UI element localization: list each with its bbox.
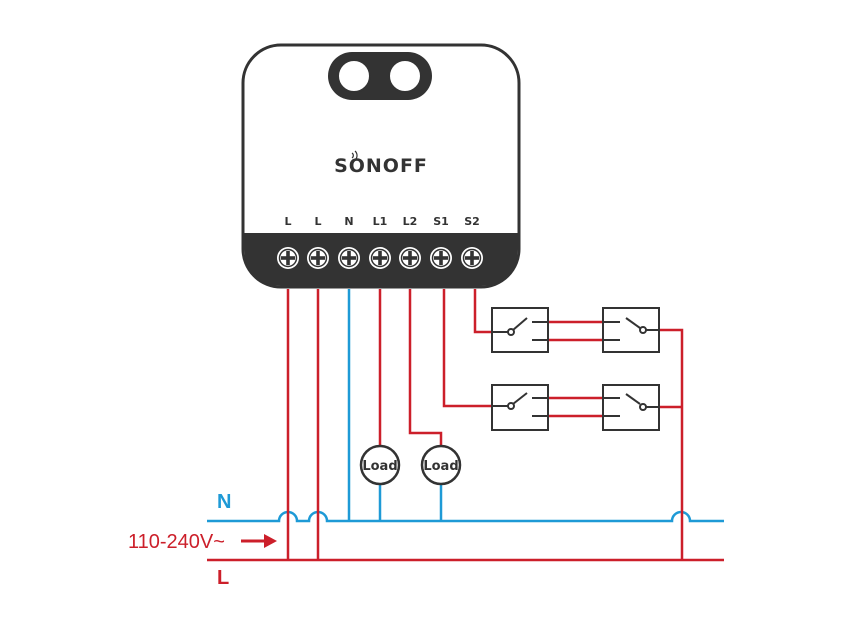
wire-s2-switch xyxy=(473,289,492,334)
screw-terminal-l-0 xyxy=(277,247,299,269)
wire-s1-switch xyxy=(442,289,492,408)
switch-top-right[interactable] xyxy=(602,307,660,353)
button-left[interactable] xyxy=(337,59,371,93)
screw-terminal-n-2 xyxy=(338,247,360,269)
live-label: L xyxy=(217,567,229,589)
neutral-label: N xyxy=(217,491,231,513)
screw-terminals xyxy=(277,247,483,269)
load-1-label: Load xyxy=(362,459,397,474)
terminal-label-l1: L1 xyxy=(373,215,388,228)
device-body xyxy=(241,43,521,289)
load-1: Load xyxy=(359,444,401,486)
load-2: Load xyxy=(420,444,462,486)
screw-terminal-s2-6 xyxy=(461,247,483,269)
screw-terminal-l1-3 xyxy=(369,247,391,269)
terminal-label-l2: L2 xyxy=(403,215,418,228)
screw-terminal-l2-4 xyxy=(399,247,421,269)
load-2-label: Load xyxy=(423,459,458,474)
terminal-labels: L L N L1 L2 S1 S2 xyxy=(284,215,479,228)
screw-terminal-s1-5 xyxy=(430,247,452,269)
loads: Load Load xyxy=(359,444,462,486)
wire-l2-load2 xyxy=(408,289,443,446)
switch-top-left[interactable] xyxy=(491,307,549,353)
wifi-icon xyxy=(351,150,358,161)
terminal-label-n: N xyxy=(344,215,353,228)
input-arrow-icon xyxy=(241,534,277,548)
terminal-label-s2: S2 xyxy=(464,215,480,228)
neutral-bus xyxy=(207,510,724,523)
terminal-label-l-2: L xyxy=(314,215,321,228)
terminal-label-s1: S1 xyxy=(433,215,449,228)
terminal-label-l-1: L xyxy=(284,215,291,228)
live-wiring xyxy=(207,289,724,562)
wire-switch-return xyxy=(659,328,684,560)
sonoff-device: SONOFF L L N L1 L2 S1 S2 xyxy=(241,43,521,289)
brand-logo: SONOFF xyxy=(334,155,428,177)
switch-bottom-right[interactable] xyxy=(602,384,660,431)
button-right[interactable] xyxy=(388,59,422,93)
voltage-label: 110-240V~ xyxy=(128,531,225,553)
switch-bottom-left[interactable] xyxy=(491,384,549,431)
switches xyxy=(491,307,660,431)
screw-terminal-l-1 xyxy=(307,247,329,269)
